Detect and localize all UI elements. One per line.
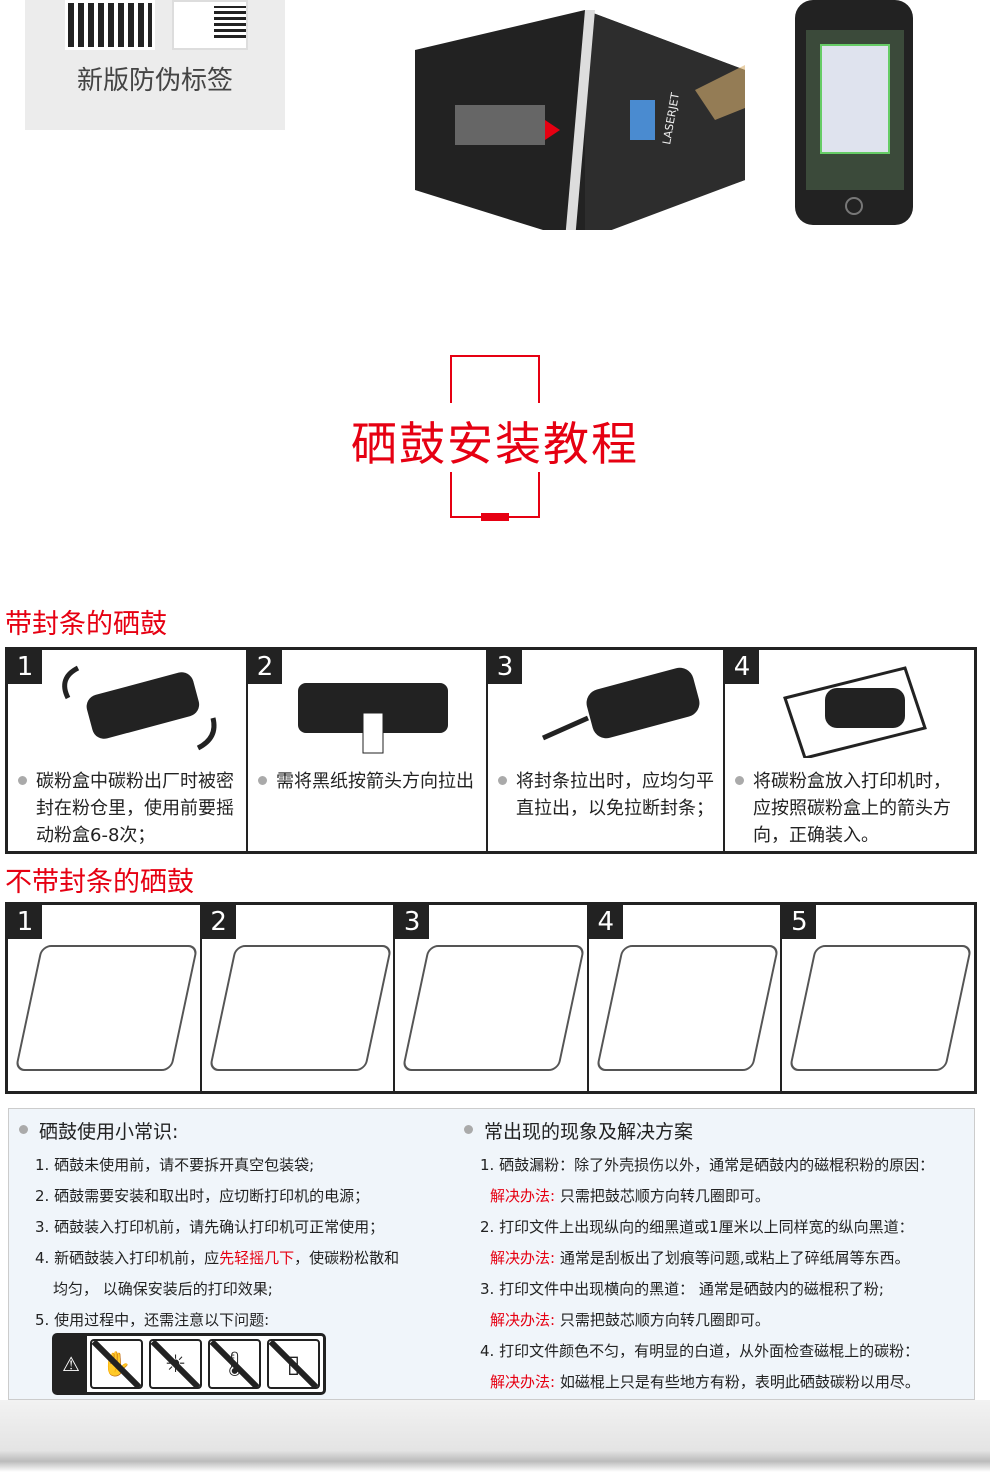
insert-illustration: [595, 945, 779, 1071]
no-heat-humidity-icon: 🌡: [208, 1339, 261, 1389]
tip-item: 2. 硒鼓需要安装和取出时，应切断打印机的电源；: [35, 1187, 370, 1205]
sealed-heading: 带封条的硒鼓: [5, 609, 167, 640]
step-description: 碳粉盒中碳粉出厂时被密封在粉仓里，使用前要摇动粉盒6-8次；: [36, 771, 234, 846]
tip-item: 1. 硒鼓未使用前，请不要拆开真空包装袋;: [35, 1156, 315, 1174]
tip-item: 4. 新硒鼓装入打印机前，应先轻摇几下，使碳粉松散和: [19, 1243, 399, 1274]
problem-item: 2. 打印文件上出现纵向的细黑道或1厘米以上同样宽的纵向黑道：: [480, 1218, 914, 1236]
anti-counterfeit-label: 新版防伪标签: [76, 66, 233, 96]
unsealed-step: 2: [201, 905, 396, 1091]
solution-text: 通常是刮板出了划痕等问题,或粘上了碎纸屑等东西。: [559, 1249, 910, 1267]
sealed-step: 1 碳粉盒中碳粉出厂时被密封在粉仓里，使用前要摇动粉盒6-8次；: [8, 650, 248, 851]
step-number: 3: [395, 905, 430, 939]
tip-item: 5. 使用过程中，还需注意以下问题:: [35, 1311, 270, 1329]
tip-highlight: 先轻摇几下: [219, 1249, 295, 1267]
problem-item: 3. 打印文件中出现横向的黑道： 通常是硒鼓内的磁棍积了粉;: [480, 1280, 884, 1298]
bullet-icon: [18, 776, 27, 785]
bullet-icon: [258, 776, 267, 785]
phone-scan-screen: [806, 30, 904, 190]
step-number: 3: [488, 650, 522, 684]
step-description: 将碳粉盒放入打印机时，应按照碳粉盒上的箭头方向，正确装入。: [753, 771, 951, 846]
step-number: 4: [725, 650, 759, 684]
toner-box-image: LASERJET: [415, 10, 745, 230]
tips-column: 硒鼓使用小常识: 1. 硒鼓未使用前，请不要拆开真空包装袋; 2. 硒鼓需要安装…: [19, 1117, 399, 1336]
close-printer-illustration: [788, 945, 973, 1071]
tip-text: ，使碳粉松散和: [294, 1249, 400, 1267]
no-upright-icon: ▯: [267, 1339, 320, 1389]
footer-bar: [0, 1400, 990, 1472]
unsealed-heading: 不带封条的硒鼓: [5, 867, 194, 898]
barcode-image: [172, 0, 248, 50]
problem-item: 1. 硒鼓漏粉：除了外壳损伤以外，通常是硒鼓内的磁棍积粉的原因：: [480, 1156, 935, 1174]
bullet-icon: [498, 776, 507, 785]
unsealed-step: 5: [782, 905, 974, 1091]
unsealed-step: 1: [8, 905, 202, 1091]
sealed-step: 3 将封条拉出时，应均匀平直拉出，以免拉断封条；: [488, 650, 725, 851]
step-description: 需将黑纸按箭头方向拉出: [276, 771, 474, 792]
qr-code-image: [65, 0, 155, 50]
open-printer-illustration: [401, 945, 586, 1071]
bullet-icon: [735, 776, 744, 785]
unpack-illustration: [14, 945, 198, 1071]
solution-label: 解决办法:: [490, 1187, 556, 1205]
title-frame-bottom: [450, 472, 540, 518]
solution-text: 如磁棍上只是有些地方有粉，表明此硒鼓碳粉以用尽。: [559, 1373, 920, 1391]
solutions-column: 常出现的现象及解决方案 1. 硒鼓漏粉：除了外壳损伤以外，通常是硒鼓内的磁棍积粉…: [464, 1117, 934, 1398]
step-number: 5: [782, 905, 817, 939]
shake-illustration: [208, 945, 392, 1071]
solution-label: 解决办法:: [490, 1249, 556, 1267]
no-touch-icon: ✋: [90, 1339, 143, 1389]
solution-text: 只需把鼓芯顺方向转几圈即可。: [559, 1187, 770, 1205]
title-frame-mark: [481, 513, 509, 521]
step-number: 2: [201, 905, 236, 939]
tip-text: 4. 新硒鼓装入打印机前，应: [35, 1249, 220, 1267]
unsealed-step: 4: [588, 905, 783, 1091]
step-description: 将封条拉出时，应均匀平直拉出，以免拉断封条；: [516, 771, 714, 819]
unsealed-step: 3: [395, 905, 589, 1091]
title-frame-top: [450, 355, 540, 403]
tip-item: 3. 硒鼓装入打印机前，请先确认打印机可正常使用；: [35, 1218, 385, 1236]
pull-seal-illustration: [541, 667, 700, 741]
sealed-steps-panel: 1 碳粉盒中碳粉出厂时被密封在粉仓里，使用前要摇动粉盒6-8次； 2 需将黑纸按箭头…: [5, 647, 977, 854]
step-number: 1: [8, 905, 42, 939]
solution-label: 解决办法:: [490, 1373, 556, 1391]
tips-heading: 硒鼓使用小常识:: [19, 1117, 399, 1144]
solutions-heading: 常出现的现象及解决方案: [464, 1117, 934, 1144]
warning-triangle-icon: ⚠: [55, 1336, 87, 1392]
phone-home-button: [845, 197, 863, 215]
no-sunlight-icon: ☀: [149, 1339, 202, 1389]
solution-label: 解决办法:: [490, 1311, 556, 1329]
tips-box: 硒鼓使用小常识: 1. 硒鼓未使用前，请不要拆开真空包装袋; 2. 硒鼓需要安装…: [8, 1108, 975, 1400]
sealed-step: 4 将碳粉盒放入打印机时，应按照碳粉盒上的箭头方向，正确装入。: [725, 650, 974, 851]
shake-cartridge-illustration: [62, 665, 217, 751]
page-title: 硒鼓安装教程: [351, 417, 639, 471]
pull-paper-illustration: [298, 683, 448, 754]
sealed-step: 2 需将黑纸按箭头方向拉出: [248, 650, 488, 851]
step-number: 1: [8, 650, 42, 684]
warning-icons-strip: ⚠ ✋ ☀ 🌡 ▯: [52, 1333, 326, 1395]
unsealed-steps-panel: 1 2 3 4 5: [5, 902, 977, 1094]
solution-text: 只需把鼓芯顺方向转几圈即可。: [559, 1311, 770, 1329]
insert-cartridge-illustration: [783, 666, 927, 758]
step-number: 4: [588, 905, 623, 939]
step-number: 2: [248, 650, 282, 684]
problem-item: 4. 打印文件颜色不匀，有明显的白道，从外面检查磁棍上的碳粉：: [480, 1342, 920, 1360]
tip-item-cont: 均匀， 以确保安装后的打印效果;: [53, 1280, 273, 1298]
